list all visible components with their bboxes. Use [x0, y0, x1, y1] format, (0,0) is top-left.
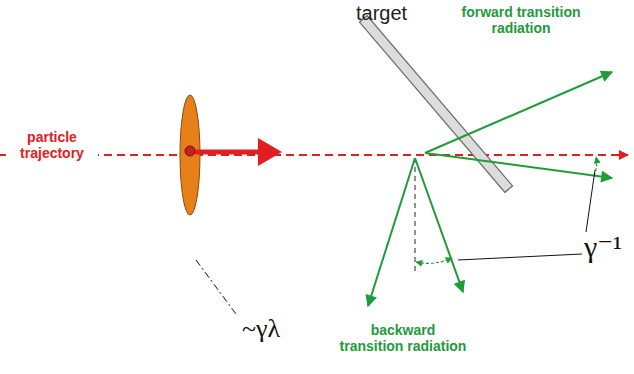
angle-arc — [416, 258, 452, 263]
normal-line — [415, 158, 416, 272]
trajectory-label: particle trajectory — [6, 128, 98, 162]
velocity-arrow — [195, 150, 262, 155]
backward-ray — [368, 158, 415, 306]
velocity-arrowhead — [258, 138, 282, 166]
angle-label: γ⁻¹ — [584, 230, 622, 265]
leader-line — [196, 260, 236, 314]
backward-ray — [415, 158, 463, 292]
forward-ray — [425, 72, 612, 153]
target-plate — [359, 16, 512, 193]
radiation-label: backward transition radiation — [338, 322, 468, 354]
dimension-label: ~γλ — [242, 314, 280, 344]
field-disc — [180, 95, 200, 215]
leader-line — [458, 254, 582, 260]
radiation-label: forward transition radiation — [456, 4, 586, 36]
part-label: target — [356, 2, 407, 25]
leader-line — [586, 170, 595, 232]
forward-ray — [425, 153, 612, 178]
particle-dot — [185, 146, 195, 156]
